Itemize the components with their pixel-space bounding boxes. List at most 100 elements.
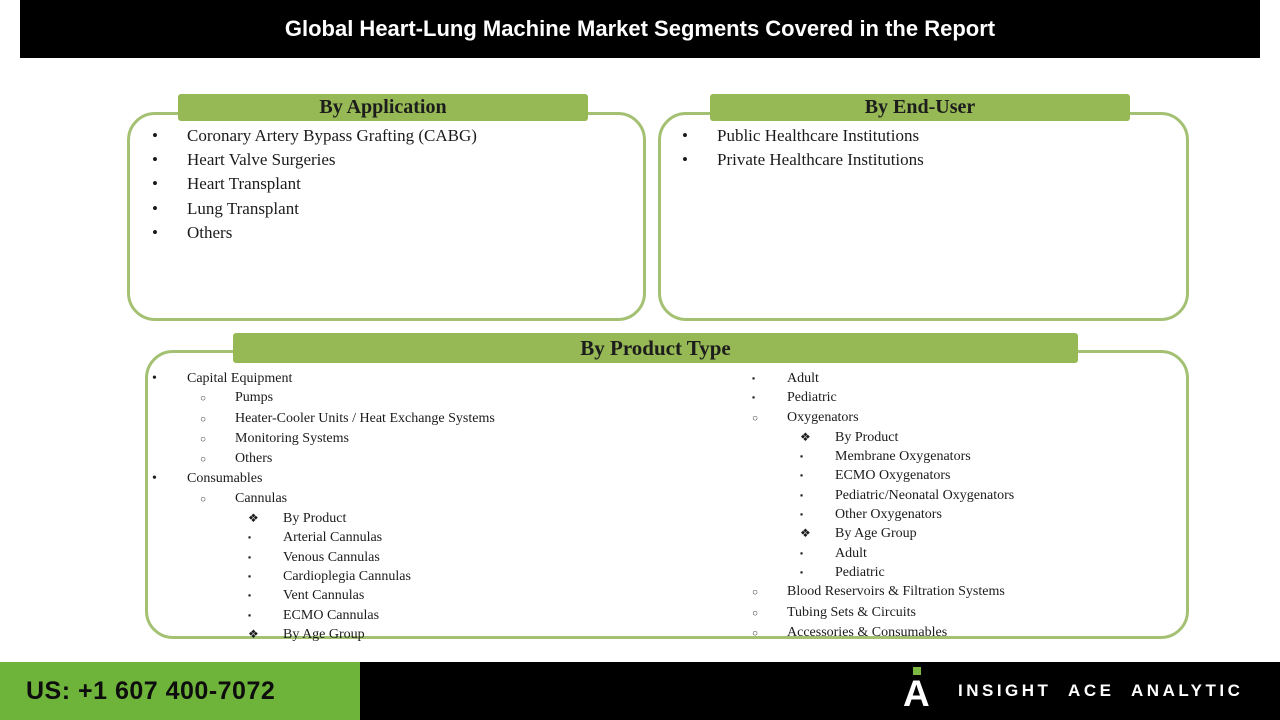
list-item: ❖By Product [144,509,724,528]
circle-bullet-icon: ○ [752,412,758,424]
list-item: ○Cannulas [144,489,724,509]
page-title: Global Heart-Lung Machine Market Segment… [284,16,996,41]
list-item-label: Lung Transplant [187,198,299,218]
circle-bullet-icon: ○ [752,587,758,599]
circle-bullet-icon: ○ [200,393,206,405]
square-bullet-icon: ▪ [800,451,804,462]
logo-letter: A [903,673,930,714]
brand-name: INSIGHT ACE ANALYTIC [958,681,1244,700]
list-item-label: Public Healthcare Institutions [717,126,920,145]
list-item: ❖By Product [744,428,1204,447]
disc-bullet-icon: • [152,174,158,194]
application-list: •Coronary Artery Bypass Grafting (CABG)•… [144,124,634,245]
list-item-label: Vent Cannulas [283,588,365,604]
list-item: ▪Adult [744,544,1204,563]
list-item: ○ Tubing Sets & Circuits [744,603,1204,623]
diamond-bullet-icon: ❖ [248,511,259,526]
list-item: ▪Arterial Cannulas [144,528,724,547]
list-item: ○Heater-Cooler Units / Heat Exchange Sys… [144,409,724,429]
list-item: ❖By Age Group [744,524,1204,543]
list-item: • Consumables [144,469,724,488]
list-item-label: Others [235,451,273,467]
square-bullet-icon: ▪ [800,509,804,520]
list-item: ▪ Venous Cannulas [144,548,724,567]
circle-bullet-icon: ○ [200,493,206,505]
list-item: ○ Others [144,449,724,469]
disc-bullet-icon: • [152,222,158,242]
list-item: ❖ By Age Group [144,625,724,644]
diamond-bullet-icon: ❖ [248,626,259,641]
list-item-label: Membrane Oxygenators [835,449,971,465]
product-type-list-left: • Capital Equipment ○ Pumps ○Heater-Cooler U… [144,369,724,644]
list-item-label: Other Oxygenators [835,507,942,523]
list-item: •Others [144,221,634,245]
list-item: ▪ Adult [744,369,1204,388]
product-type-box [145,350,1189,639]
application-header: By Application [178,94,588,121]
list-item: ○Monitoring Systems [144,429,724,449]
list-item: •Coronary Artery Bypass Grafting (CABG) [144,124,634,148]
list-item-label: By Product [835,429,899,445]
list-item: •Lung Transplant [144,197,634,221]
list-item: ▪ Other Oxygenators [744,505,1204,524]
end-user-list: • Public Healthcare Institutions• Private … [674,124,1174,172]
list-item-label: Pediatric [835,564,885,580]
list-item-label: By Age Group [835,526,917,542]
list-item: • Public Healthcare Institutions [674,124,1174,148]
product-type-list-right: ▪Adult▪Pediatric○Oxygenators❖By Product▪… [744,369,1204,643]
circle-bullet-icon: ○ [200,454,206,466]
list-item: ○ Pumps [144,388,724,408]
list-item-label: By Age Group [283,626,365,642]
list-item: ▪ Pediatric [744,388,1204,407]
square-bullet-icon: ▪ [800,470,804,481]
square-bullet-icon: ▪ [248,551,252,562]
list-item: ▪ Vent Cannulas [144,586,724,605]
end-user-header-label: By End-User [864,96,976,118]
list-item: ▪Pediatric/Neonatal Oxygenators [744,486,1204,505]
disc-bullet-icon: • [152,150,158,170]
list-item-label: Tubing Sets & Circuits [787,604,917,620]
disc-bullet-icon: • [152,471,157,487]
list-item-label: Heart Transplant [187,174,301,194]
list-item-label: Cardioplegia Cannulas [283,568,411,584]
list-item-label: Pumps [235,390,274,406]
list-item-label: Private Healthcare Institutions [717,150,924,170]
square-bullet-icon: ▪ [248,609,252,620]
list-item-label: ECMO Cannulas [283,607,380,623]
square-bullet-icon: ▪ [752,392,756,403]
list-item-label: Capital Equipment [187,371,293,386]
list-item-label: Adult [787,371,819,386]
list-item: ▪ Cardioplegia Cannulas [144,567,724,586]
list-item-label: ECMO Oxygenators [835,468,951,484]
disc-bullet-icon: • [682,126,688,145]
square-bullet-icon: ▪ [752,373,756,383]
square-bullet-icon: ▪ [248,570,252,581]
list-item: ○ Oxygenators [744,408,1204,428]
list-item-label: Heart Valve Surgeries [187,150,336,170]
list-item-label: Oxygenators [787,409,859,425]
list-item-label: Adult [835,545,867,561]
list-item-label: Pediatric [787,390,837,406]
end-user-header: By End-User [710,94,1130,121]
list-item: • Heart Valve Surgeries [144,148,634,172]
list-item-label: Venous Cannulas [283,549,380,565]
list-item-label: Arterial Cannulas [283,530,383,546]
list-item: ▪Pediatric [744,563,1204,582]
logo-green-dot [913,667,921,675]
square-bullet-icon: ▪ [800,489,804,500]
disc-bullet-icon: • [152,126,158,145]
application-header-label: By Application [319,96,447,118]
list-item: ▪ Membrane Oxygenators [744,447,1204,466]
list-item-label: Consumables [187,471,263,487]
list-item: ▪ ECMO Oxygenators [744,466,1204,485]
product-type-header-label: By Product Type [580,335,731,360]
list-item: • Heart Transplant [144,172,634,196]
disc-bullet-icon: • [152,371,157,386]
title-bar: Global Heart-Lung Machine Market Segment… [20,0,1260,58]
list-item-label: Accessories & Consumables [787,624,948,640]
list-item-label: Blood Reservoirs & Filtration Systems [787,584,1005,600]
footer-phone-bar: US: +1 607 400-7072 [0,662,360,720]
square-bullet-icon: ▪ [248,590,252,601]
circle-bullet-icon: ○ [752,607,758,619]
